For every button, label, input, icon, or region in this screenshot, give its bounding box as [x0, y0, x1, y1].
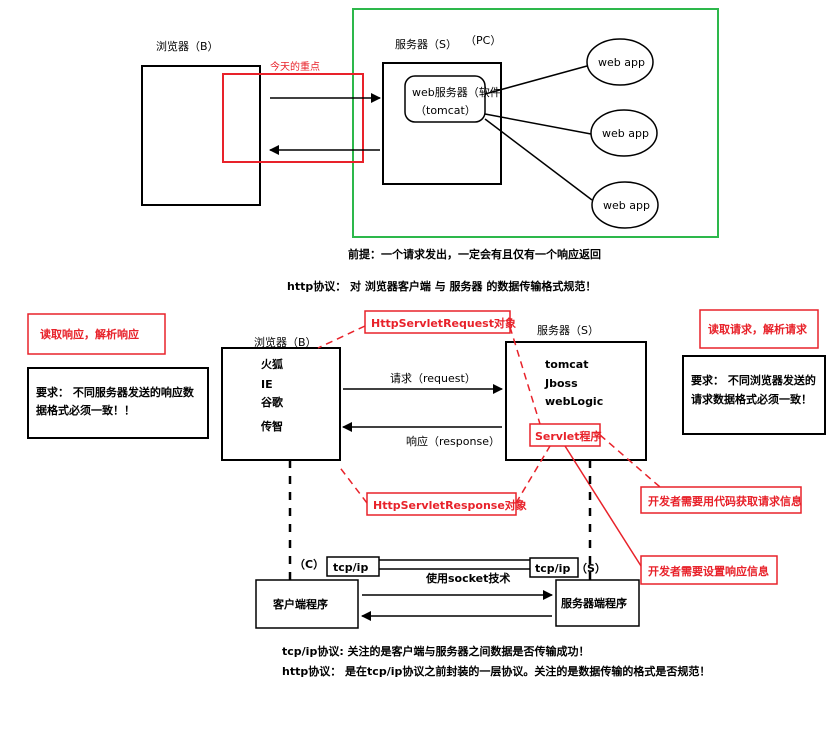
server-label-middle: 服务器（S） — [537, 324, 599, 337]
browser-label-middle: 浏览器（B） — [254, 335, 317, 349]
server-box-top — [382, 62, 502, 185]
tcpip-right-box — [529, 557, 579, 578]
dev-get-request-box — [640, 486, 802, 514]
req-obj-dash-to-servlet — [509, 326, 541, 425]
note-http: http协议： 是在tcp/ip协议之前封装的一层协议。关注的是数据传输的格式是… — [282, 664, 710, 678]
left-requirement-line2: 据格式必须一致！！ — [36, 403, 135, 417]
dev-get-request: 开发者需要用代码获取请求信息 — [648, 494, 802, 508]
server-tag: （S） — [576, 562, 606, 575]
server-tomcat: tomcat — [545, 358, 588, 371]
browser-ie: IE — [261, 378, 273, 391]
browser-firefox: 火狐 — [261, 357, 283, 371]
client-program: 客户端程序 — [272, 597, 328, 611]
client-program-box — [255, 579, 359, 629]
right-requirement-line2: 请求数据格式必须一致！ — [691, 392, 812, 406]
client-tag: （C） — [294, 558, 324, 571]
webapp-label-2: web app — [602, 127, 649, 140]
webserver-label-line2: （tomcat） — [415, 104, 476, 117]
premise-text: 前提：一个请求发出，一定会有且仅有一个响应返回 — [348, 247, 601, 261]
webapp-label-1: web app — [598, 56, 645, 69]
resp-obj-dash-to-servlet — [515, 445, 551, 504]
http-title: http协议： 对 浏览器客户端 与 服务器 的数据传输格式规范！ — [287, 279, 596, 293]
webserver-rounded-box — [404, 75, 486, 123]
browser-label-top: 浏览器（B） — [156, 39, 219, 53]
server-box-middle — [505, 341, 647, 461]
note-tcpip: tcp/ip协议: 关注的是客户端与服务器之间数据是否传输成功！ — [282, 644, 590, 658]
http-request-object-box — [364, 310, 511, 334]
link-webapp-2 — [484, 113, 592, 135]
dev-set-response: 开发者需要设置响应信息 — [648, 564, 769, 578]
read-request-note-box — [699, 309, 819, 349]
resp-obj-dash-to-browser — [337, 464, 368, 504]
tcpip-right: tcp/ip — [535, 562, 570, 575]
read-response-note-box — [27, 313, 166, 355]
server-label-top: 服务器（S） — [395, 38, 457, 51]
browser-itcast: 传智 — [260, 419, 283, 433]
server-program: 服务器端程序 — [561, 596, 627, 610]
request-arrow-label: 请求（request） — [390, 372, 476, 385]
dev-get-dash — [599, 434, 661, 488]
webapp-label-3: web app — [603, 199, 650, 212]
server-program-box — [555, 579, 640, 627]
req-obj-dash-to-browser — [317, 325, 366, 349]
socket-label: 使用socket技术 — [425, 571, 510, 585]
pc-label: （PC） — [465, 34, 501, 47]
right-requirement-box — [682, 355, 826, 435]
focus-red-frame — [222, 73, 364, 163]
browser-chrome: 谷歌 — [261, 395, 284, 409]
http-request-object: HttpServletRequest对象 — [371, 316, 516, 330]
http-response-object: HttpServletResponse对象 — [373, 498, 527, 512]
left-requirement-box — [27, 367, 209, 439]
webapp-ellipse-3 — [591, 181, 659, 229]
webapp-ellipse-2 — [590, 109, 658, 157]
dev-set-line — [564, 445, 642, 567]
server-jboss: Jboss — [544, 377, 578, 390]
dev-set-response-box — [640, 555, 778, 585]
read-response-note: 读取响应，解析响应 — [40, 327, 139, 341]
read-request-note: 读取请求，解析请求 — [708, 322, 808, 336]
servlet-program: Servlet程序 — [535, 429, 601, 443]
right-requirement-line1: 要求： 不同浏览器发送的 — [691, 373, 816, 387]
server-weblogic: webLogic — [545, 395, 603, 408]
link-webapp-1 — [484, 65, 588, 95]
pc-green-frame — [352, 8, 719, 238]
browser-box-middle — [221, 347, 341, 461]
link-webapp-3 — [484, 118, 593, 201]
webserver-label-line1: web服务器（软件 — [412, 85, 501, 99]
tcpip-left-box — [326, 556, 380, 577]
browser-box-top — [141, 65, 261, 206]
tcpip-left: tcp/ip — [333, 561, 368, 574]
http-response-object-box — [366, 492, 517, 516]
response-arrow-label: 响应（response） — [406, 434, 500, 448]
focus-label: 今天的重点 — [270, 60, 320, 73]
webapp-ellipse-1 — [586, 38, 654, 86]
left-requirement-line1: 要求： 不同服务器发送的响应数 — [36, 385, 195, 399]
